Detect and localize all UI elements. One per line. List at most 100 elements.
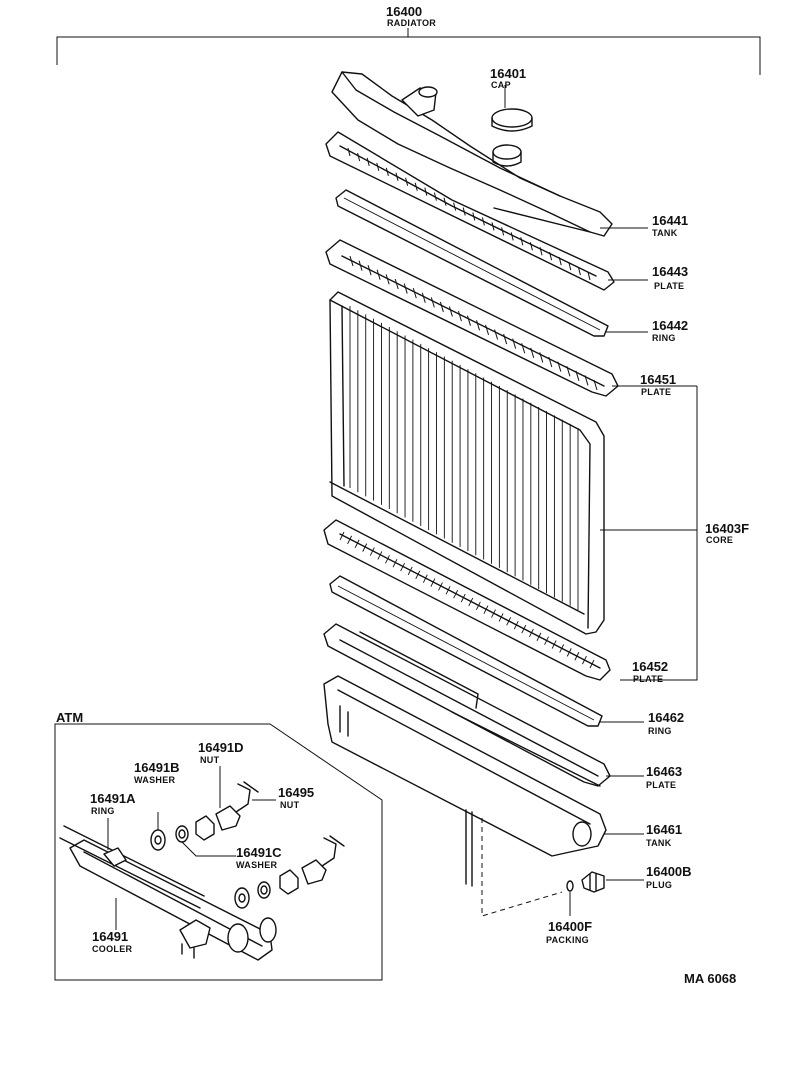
plate-fin bbox=[405, 177, 409, 186]
plate-fin bbox=[521, 343, 526, 354]
upper-plate-name: PLATE bbox=[654, 281, 684, 291]
plate-fin bbox=[433, 192, 437, 201]
plate-fin bbox=[568, 261, 572, 271]
plate-slot bbox=[438, 582, 443, 591]
plate-fin bbox=[501, 227, 505, 236]
plate-slot bbox=[559, 644, 565, 653]
plate-fin bbox=[584, 375, 589, 386]
plate-slot bbox=[551, 640, 557, 649]
plate-fin bbox=[424, 187, 428, 196]
cap-name: CAP bbox=[491, 80, 511, 90]
core-number: 16403F bbox=[705, 521, 749, 536]
lower-tank-number: 16461 bbox=[646, 822, 682, 837]
plate-fin bbox=[520, 237, 524, 246]
plate-slot bbox=[544, 636, 549, 645]
plate-fin bbox=[529, 242, 533, 251]
plate-fin bbox=[385, 274, 390, 285]
plate-slot bbox=[385, 555, 390, 564]
lower-tank bbox=[323, 675, 644, 887]
atm-inset-frame bbox=[54, 723, 383, 981]
plate-slot bbox=[491, 609, 496, 618]
plate-slot bbox=[528, 628, 534, 638]
plate-slot bbox=[362, 543, 368, 552]
nut-d-number: 16491D bbox=[198, 740, 244, 755]
plate-slot bbox=[453, 589, 459, 599]
plate-fin bbox=[558, 256, 562, 266]
plate-fin bbox=[557, 361, 562, 372]
plate-slot bbox=[574, 652, 580, 661]
plate-slot bbox=[498, 613, 504, 622]
upper-plate bbox=[325, 131, 648, 291]
plate-fin bbox=[385, 167, 389, 176]
core-upper-plate-name: PLATE bbox=[641, 387, 671, 397]
plate-fin bbox=[462, 207, 466, 216]
plate-fin bbox=[549, 252, 553, 261]
nut-d-name: NUT bbox=[200, 755, 220, 765]
drain-plug bbox=[581, 871, 644, 893]
cooler-name: COOLER bbox=[92, 944, 133, 954]
plate-fin bbox=[548, 356, 553, 368]
radiator-core bbox=[329, 291, 697, 635]
plate-fin bbox=[439, 301, 444, 313]
plate-fin bbox=[472, 212, 476, 221]
plate-fin bbox=[412, 288, 417, 299]
plate-slot bbox=[483, 605, 489, 614]
plate-fin bbox=[430, 297, 435, 308]
assembly-name: RADIATOR bbox=[387, 18, 436, 28]
plate-slot bbox=[566, 648, 572, 657]
ring-a-name: RING bbox=[91, 806, 115, 816]
lower-ring-name: RING bbox=[648, 726, 672, 736]
plate-slot bbox=[430, 578, 436, 587]
cooler-fittings bbox=[150, 781, 345, 909]
plate-fin bbox=[467, 315, 471, 326]
lower-plate-number: 16463 bbox=[646, 764, 682, 779]
lower-ring-number: 16462 bbox=[648, 710, 684, 725]
plate-fin bbox=[394, 278, 399, 290]
core-lower-plate bbox=[323, 519, 611, 681]
plate-fin bbox=[376, 269, 381, 280]
plate-fin bbox=[376, 162, 380, 172]
plate-fin bbox=[367, 265, 372, 276]
plate-fin bbox=[453, 202, 457, 211]
radiator-cap bbox=[491, 85, 533, 132]
plate-slot bbox=[460, 593, 466, 603]
plate-slot bbox=[347, 535, 352, 545]
atm-leaders bbox=[107, 766, 276, 857]
core-upper-plate-number: 16451 bbox=[640, 372, 676, 387]
plate-slot bbox=[445, 586, 451, 595]
packing-number: 16400F bbox=[548, 919, 592, 934]
drain-plug-number: 16400B bbox=[646, 864, 692, 879]
plate-slot bbox=[339, 531, 345, 541]
washer-b-name: WASHER bbox=[134, 775, 176, 785]
plate-slot bbox=[582, 655, 587, 665]
plate-slot bbox=[506, 617, 512, 626]
core-lower-plate-number: 16452 bbox=[632, 659, 668, 674]
plate-fin bbox=[395, 172, 399, 181]
plate-slot bbox=[521, 624, 527, 634]
upper-tank bbox=[331, 71, 648, 237]
plate-fin bbox=[491, 222, 495, 231]
plate-slot bbox=[392, 558, 398, 568]
plate-fin bbox=[593, 379, 598, 391]
plate-fin bbox=[358, 260, 363, 271]
upper-ring-number: 16442 bbox=[652, 318, 688, 333]
plate-slot bbox=[400, 562, 406, 572]
plate-fin bbox=[357, 152, 361, 162]
plate-fin bbox=[539, 352, 544, 363]
plate-fin bbox=[530, 347, 535, 358]
plate-slot bbox=[475, 601, 481, 611]
nut-number: 16495 bbox=[278, 785, 314, 800]
ring-a-number: 16491A bbox=[90, 791, 136, 806]
plate-fin bbox=[414, 182, 418, 191]
plate-fin bbox=[403, 283, 408, 294]
plate-slot bbox=[422, 574, 428, 583]
plate-fin bbox=[575, 370, 580, 381]
assembly-bracket bbox=[56, 28, 761, 75]
nut-name: NUT bbox=[280, 800, 300, 810]
plate-slot bbox=[468, 597, 474, 607]
plate-slot bbox=[407, 566, 413, 576]
diagram-code: MA 6068 bbox=[684, 971, 736, 986]
plate-fin bbox=[443, 197, 447, 206]
plate-fin bbox=[503, 333, 508, 345]
